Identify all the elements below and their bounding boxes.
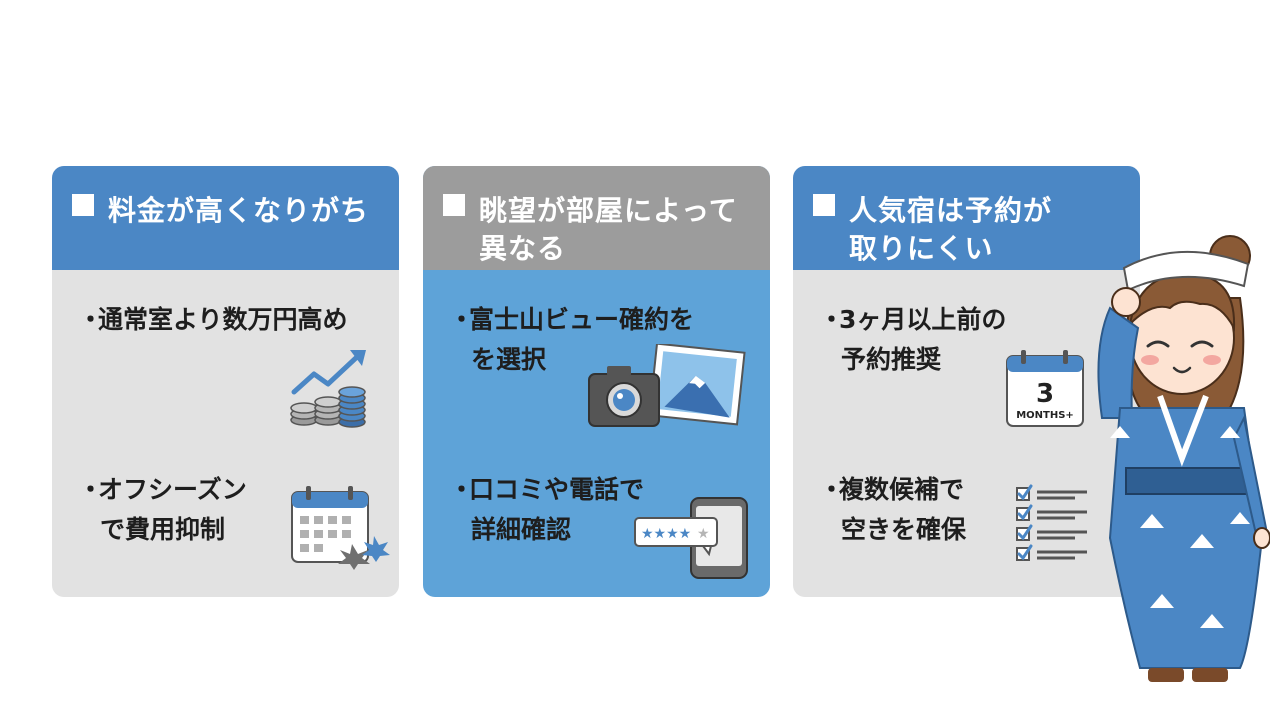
svg-text:★★★★: ★★★★ bbox=[641, 526, 691, 542]
calendar-caption: MONTHS+ bbox=[1016, 410, 1074, 421]
list-item: ・オフシーズン で費用抑制 bbox=[78, 475, 247, 544]
card-header: 人気宿は予約が 取りにくい bbox=[793, 166, 1140, 270]
card-high-price: 料金が高くなりがち ・通常室より数万円高め bbox=[52, 166, 399, 597]
card-header: 料金が高くなりがち bbox=[52, 166, 399, 270]
square-bullet-icon bbox=[813, 194, 835, 216]
card-hard-to-book: 人気宿は予約が 取りにくい ・3ヶ月以上前の 予約推奨 3 MONTHS+ ・複… bbox=[793, 166, 1140, 597]
list-item: ・富士山ビュー確約を を選択 bbox=[449, 305, 695, 374]
smartphone-star-rating-icon: ★★★★ ★ bbox=[634, 497, 748, 579]
yukata-girl-illustration bbox=[1097, 235, 1270, 682]
list-item: ・複数候補で 空きを確保 bbox=[819, 475, 967, 544]
square-bullet-icon bbox=[72, 194, 94, 216]
card-header: 眺望が部屋によって 異なる bbox=[423, 166, 770, 270]
square-bullet-icon bbox=[443, 194, 465, 216]
checklist-icon bbox=[1016, 484, 1087, 561]
rising-coins-chart-icon bbox=[290, 350, 366, 428]
card-title: 眺望が部屋によって 異なる bbox=[479, 194, 738, 265]
list-item: ・3ヶ月以上前の 予約推奨 bbox=[819, 305, 1007, 374]
calendar-maple-leaves-icon bbox=[291, 486, 390, 570]
calendar-3-months-icon: 3 MONTHS+ bbox=[1006, 350, 1084, 427]
camera-mount-fuji-photo-icon bbox=[588, 344, 746, 427]
card-title: 人気宿は予約が 取りにくい bbox=[849, 194, 1053, 265]
svg-text:★: ★ bbox=[697, 526, 710, 542]
list-item: ・通常室より数万円高め bbox=[78, 305, 348, 334]
card-view-varies: 眺望が部屋によって 異なる ・富士山ビュー確約を を選択 ・口コミや電話で 詳細… bbox=[423, 166, 770, 597]
card-title: 料金が高くなりがち bbox=[108, 194, 370, 227]
list-item: ・口コミや電話で 詳細確認 bbox=[449, 475, 645, 544]
calendar-number: 3 bbox=[1036, 379, 1054, 409]
